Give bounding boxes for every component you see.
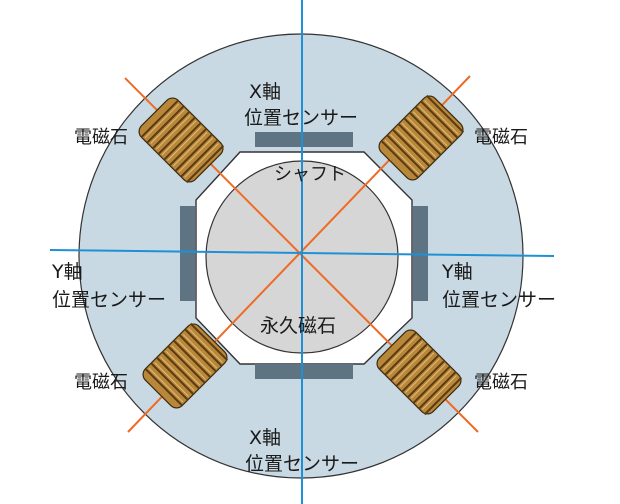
x-axis-sensor-bottom-label-1: X軸 <box>249 427 281 449</box>
y-axis-sensor-right-label-1: Y軸 <box>441 261 473 283</box>
y-axis-sensor-left-label-2: 位置センサー <box>52 289 166 311</box>
x-axis-sensor-top-label-1: X軸 <box>249 81 281 103</box>
y-axis-sensor-left-label-1: Y軸 <box>51 261 83 283</box>
permanent-magnet-label: 永久磁石 <box>260 315 336 337</box>
y-axis-sensor-left <box>180 206 195 301</box>
shaft-label: シャフト <box>274 164 346 185</box>
x-axis-sensor-top <box>255 132 353 147</box>
x-axis-sensor-top-label-2: 位置センサー <box>244 107 358 129</box>
horizontal-axis-line <box>49 249 555 257</box>
x-axis-sensor-bottom-label-2: 位置センサー <box>245 453 359 475</box>
x-axis-sensor-bottom <box>255 364 353 379</box>
electromagnet-bottom-left-label: 電磁石 <box>74 372 128 393</box>
electromagnet-top-right-label: 電磁石 <box>474 127 528 148</box>
electromagnet-top-left-label: 電磁石 <box>74 127 128 148</box>
y-axis-sensor-right-label-2: 位置センサー <box>442 289 556 311</box>
electromagnet-bottom-right-label: 電磁石 <box>474 372 528 393</box>
